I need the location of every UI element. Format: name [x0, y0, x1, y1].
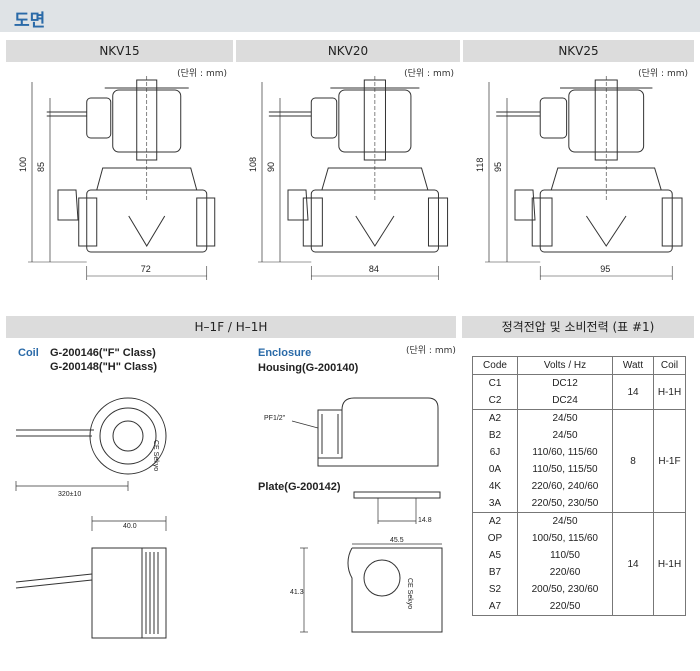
drawing-title: NKV25 [463, 40, 694, 62]
cell-code: 4K [472, 478, 518, 495]
drawing-panel-nkv20: NKV20 (단위 : mm) [236, 40, 460, 306]
dim-41-3: 41.3 [290, 589, 304, 596]
dim-width: 72 [141, 264, 151, 274]
cell-watt: 14 [612, 374, 654, 410]
cell-code: 6J [472, 444, 518, 461]
cell-code: A5 [472, 547, 518, 564]
cell-volts: 220/60 [517, 564, 613, 581]
table-row: 6J 110/60, 115/60 [472, 444, 686, 461]
drawing-title: NKV20 [236, 40, 460, 62]
cell-code: B2 [472, 427, 518, 444]
cell-code: A7 [472, 598, 518, 616]
cell-code: B7 [472, 564, 518, 581]
drawing-unit: (단위 : mm) [638, 69, 688, 79]
dim-body-height: 85 [36, 162, 46, 172]
table-row: OP 100/50, 115/60 [472, 530, 686, 547]
cell-volts: 24/50 [517, 409, 613, 427]
cell-volts: DC24 [517, 392, 613, 410]
coil-label-row: Coil [18, 347, 39, 359]
cell-code: C1 [472, 374, 518, 392]
dim-pf: PF1/2" [264, 415, 286, 422]
cell-volts: 220/50 [517, 598, 613, 616]
valve-drawing: 108 90 84 [248, 76, 449, 280]
dim-width: 84 [369, 264, 379, 274]
table-row: A5 110/50 [472, 547, 686, 564]
cell-volts: 110/50, 115/50 [517, 461, 613, 478]
col-volts: Volts / Hz [517, 356, 613, 375]
cell-code: 0A [472, 461, 518, 478]
dim-width: 95 [600, 264, 610, 274]
dim-overall-height: 108 [248, 157, 258, 172]
table-row: B2 24/50 [472, 427, 686, 444]
coil-label: Coil [18, 347, 39, 359]
dim-14-8: 14.8 [418, 517, 432, 524]
dim-45-5: 45.5 [390, 537, 404, 544]
cell-code: OP [472, 530, 518, 547]
valve-drawing: 100 85 72 [18, 76, 216, 280]
coil-bore [112, 420, 144, 452]
cell-coil: H-1H [653, 374, 686, 410]
cell-volts: 100/50, 115/60 [517, 530, 613, 547]
table-row: 4K 220/60, 240/60 [472, 478, 686, 495]
spec-panel-title: 정격전압 및 소비전력 (표 #1) [462, 316, 694, 338]
coil-part-1: G-200146("F" Class) [50, 347, 156, 359]
valve-drawing: 118 95 95 [475, 76, 683, 280]
cell-coil: H-1H [653, 512, 686, 616]
drawing-panel-nkv15: NKV15 (단위 : mm) [6, 40, 233, 306]
cell-code: S2 [472, 581, 518, 598]
dim-40: 40.0 [123, 523, 137, 530]
coil-panel-title: H–1F / H–1H [6, 316, 456, 338]
dim-overall-height: 118 [475, 158, 485, 172]
coil-panel-unit: (단위 : mm) [406, 346, 456, 356]
cell-volts: 24/50 [517, 427, 613, 444]
cell-code: A2 [472, 512, 518, 530]
dim-body-height: 90 [266, 162, 276, 172]
drawing-panel-nkv25: NKV25 (단위 : mm) [463, 40, 694, 306]
dim-overall-height: 100 [18, 157, 28, 172]
cell-volts: 110/50 [517, 547, 613, 564]
cell-volts: 220/60, 240/60 [517, 478, 613, 495]
table-row: 3A 220/50, 230/50 [472, 495, 686, 513]
drawing-unit: (단위 : mm) [404, 69, 454, 79]
cell-coil: H-1F [653, 409, 686, 513]
cell-volts: 200/50, 230/60 [517, 581, 613, 598]
cell-watt: 8 [612, 409, 654, 513]
page-header: 도면 [0, 0, 700, 32]
dim-body-height: 95 [493, 162, 503, 172]
cell-code: 3A [472, 495, 518, 513]
coil-part-2: G-200148("H" Class) [50, 361, 158, 373]
table-row: B7 220/60 [472, 564, 686, 581]
cell-volts: 110/60, 115/60 [517, 444, 613, 461]
cell-code: A2 [472, 409, 518, 427]
coil-logo: CE Sekyo [152, 440, 159, 471]
plate-label: Plate(G-200142) [258, 481, 341, 493]
drawing-unit: (단위 : mm) [177, 69, 227, 79]
cell-volts: 24/50 [517, 512, 613, 530]
cell-volts: 220/50, 230/50 [517, 495, 613, 513]
cell-volts: DC12 [517, 374, 613, 392]
spec-header-row: Code Volts / Hz Watt Coil [472, 356, 686, 375]
coil-enclosure-drawing: 320±10 40.0 PF1/2" 14.8 45.5 41.3 CE Sek… [15, 397, 443, 639]
col-code: Code [472, 356, 518, 375]
housing-label: Housing(G-200140) [258, 362, 359, 374]
plate-logo: CE Sekyo [406, 578, 413, 609]
col-coil: Coil [653, 356, 686, 375]
enclosure-label: Enclosure [258, 347, 312, 359]
table-row: S2 200/50, 230/60 [472, 581, 686, 598]
coil-panel: H–1F / H–1H (단위 : mm) Coil G-200146("F" … [6, 316, 456, 668]
table-row: 0A 110/50, 115/50 [472, 461, 686, 478]
page-title: 도면 [14, 11, 46, 31]
table-row: A7 220/50 [472, 598, 686, 616]
drawing-title: NKV15 [6, 40, 233, 62]
cell-watt: 14 [612, 512, 654, 616]
cell-code: C2 [472, 392, 518, 410]
dim-320: 320±10 [58, 491, 81, 498]
spec-panel: 정격전압 및 소비전력 (표 #1) Code Volts / Hz Watt … [462, 316, 694, 668]
col-watt: Watt [612, 356, 654, 375]
table-row: C2 DC24 [472, 392, 686, 410]
